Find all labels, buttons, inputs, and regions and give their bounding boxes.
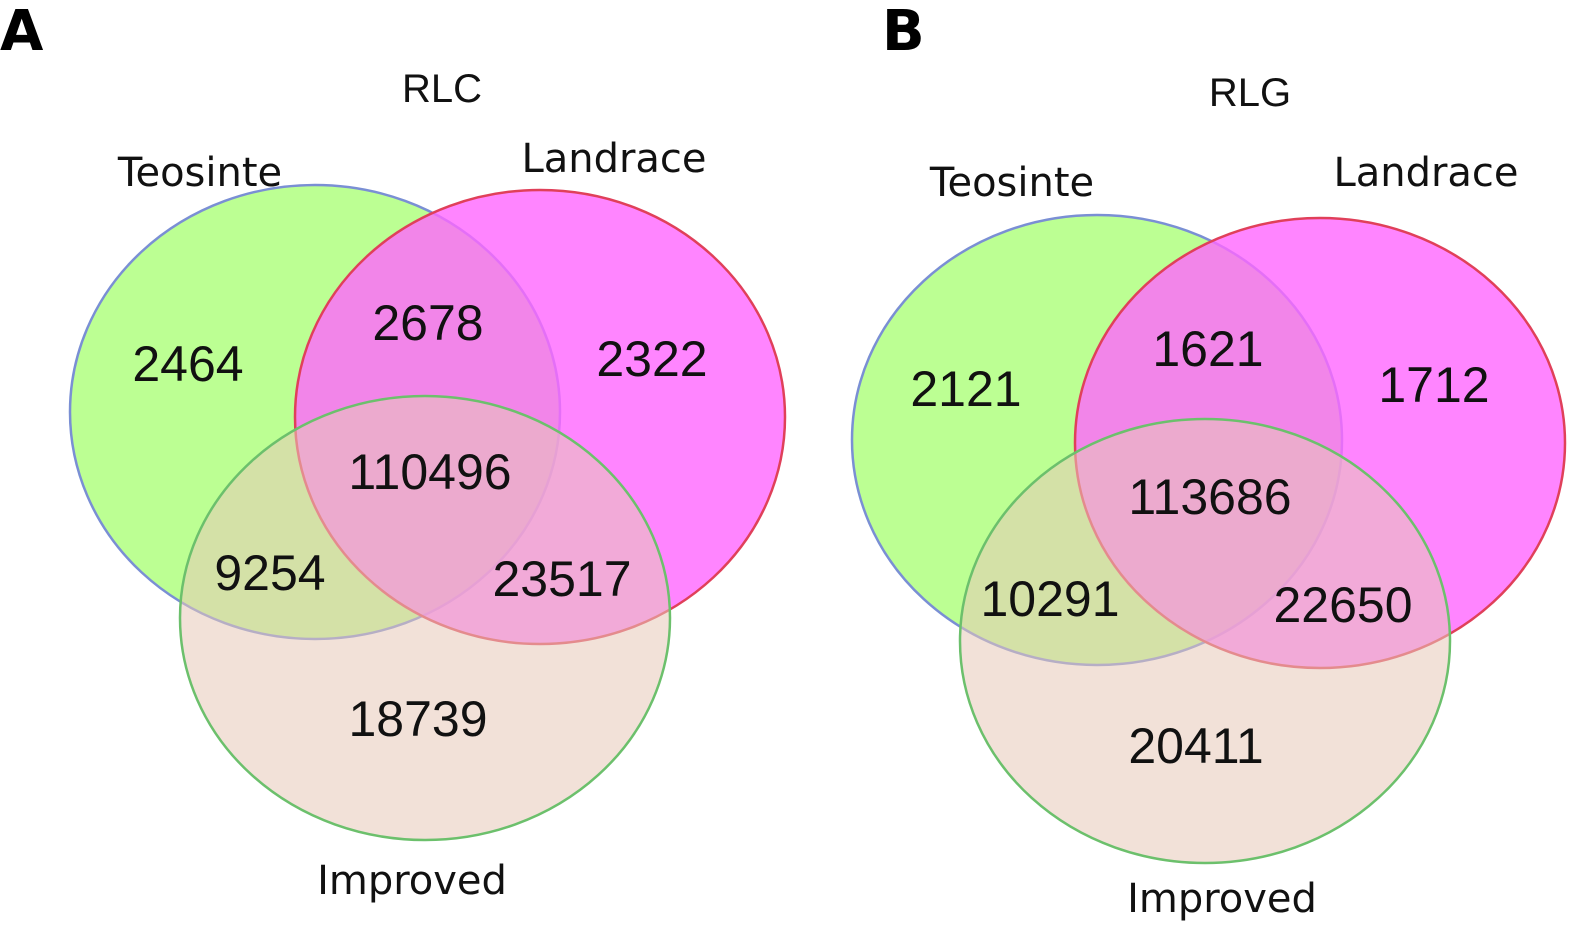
count-teosinte-landrace: 1621 [1152,321,1263,377]
panel-a: A RLC Teosinte Landrace Improved 2464 26… [0,0,787,904]
set-label-teosinte: Teosinte [117,150,282,196]
set-label-landrace: Landrace [521,136,706,182]
count-teosinte-only: 2121 [910,361,1021,417]
count-teosinte-landrace: 2678 [372,295,483,351]
count-teosinte-improved: 10291 [980,571,1119,627]
count-teosinte-only: 2464 [132,336,243,392]
count-improved-only: 18739 [348,691,487,747]
panel-letter-a: A [0,0,44,64]
panel-b: B RLG Teosinte Landrace Improved 2121 16… [850,0,1567,922]
count-landrace-improved: 23517 [492,551,631,607]
count-landrace-only: 2322 [596,331,707,387]
set-label-landrace: Landrace [1333,150,1518,196]
panel-a-title: RLC [402,67,482,111]
count-landrace-only: 1712 [1378,357,1489,413]
count-landrace-improved: 22650 [1273,577,1412,633]
panel-b-title: RLG [1209,71,1291,115]
count-teosinte-improved: 9254 [214,545,325,601]
count-all-three: 110496 [348,444,511,500]
improved-circle [958,417,1452,865]
count-improved-only: 20411 [1128,718,1263,774]
set-label-teosinte: Teosinte [929,160,1094,206]
set-label-improved: Improved [317,858,507,904]
count-all-three: 113686 [1128,469,1291,525]
improved-circle [178,394,672,842]
set-label-improved: Improved [1127,876,1317,922]
panel-letter-b: B [882,0,925,64]
